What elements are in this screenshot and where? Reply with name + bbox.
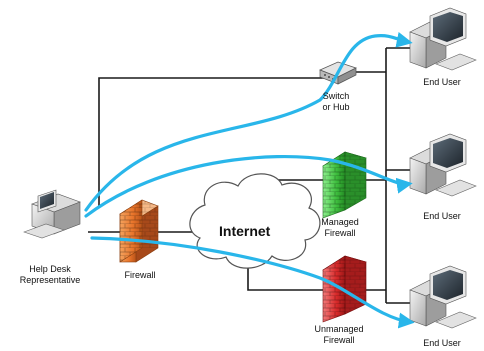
line-cloud-unmanaged: [247, 268, 323, 291]
remote-link-top: [84, 31, 413, 212]
end-user-bot-label: End User: [423, 338, 461, 348]
unmanaged-firewall-label: Unmanaged Firewall: [314, 324, 364, 345]
managed-firewall-icon: [322, 151, 367, 219]
remote-link-mid: [84, 155, 413, 218]
firewall-icon: [119, 199, 159, 263]
switch-label: Switch or Hub: [322, 91, 350, 112]
end-user-mid-label: End User: [423, 211, 461, 221]
line-helpdesk-up: [98, 77, 330, 206]
managed-firewall-label: Managed Firewall: [321, 217, 359, 238]
help-desk-label: Help Desk Representative: [19, 264, 81, 285]
end-user-mid-computer-icon: [409, 133, 477, 197]
end-user-bot-computer-icon: [409, 265, 477, 329]
end-user-top-computer-icon: [409, 7, 477, 71]
end-user-top-label: End User: [423, 77, 461, 87]
remote-links: [84, 31, 415, 329]
remote-link-bot: [90, 236, 415, 329]
firewall-label: Firewall: [124, 270, 156, 280]
internet-cloud: [189, 173, 321, 269]
help-desk-computer-icon: [23, 189, 81, 239]
internet-label: Internet: [219, 223, 271, 239]
